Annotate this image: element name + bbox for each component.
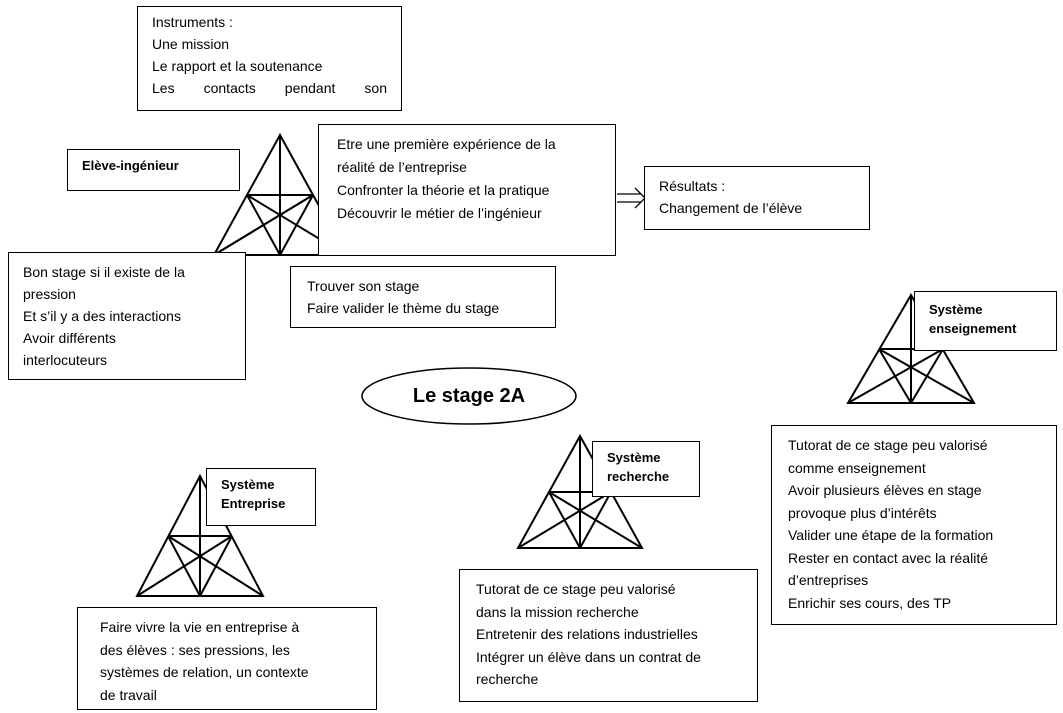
conditions-line: pression (23, 286, 76, 302)
objectives-line: Confronter la théorie et la pratique (337, 182, 550, 198)
instruments-line: Les contacts pendant son (152, 80, 387, 96)
objectives-line: réalité de l’entreprise (337, 159, 467, 175)
objectives-line: Etre une première expérience de la (337, 136, 556, 152)
tasks-line: Faire valider le thème du stage (307, 300, 500, 316)
company-line: de travail (100, 686, 157, 703)
center-ellipse (361, 367, 577, 425)
results-box: Résultats : Changement de l’élève (644, 166, 870, 230)
instruments-line: Le rapport et la soutenance (152, 58, 323, 74)
center-title: Le stage 2A (412, 385, 526, 407)
company-activity-triangle (135, 473, 265, 597)
objectives-box: Etre une première expérience de la réali… (318, 124, 616, 256)
teaching-line: Valider une étape de la formation (788, 527, 994, 543)
research-line: Entretenir des relations industrielles (476, 626, 698, 642)
teaching-line: Avoir plusieurs élèves en stage (788, 482, 982, 498)
objectives-line: Découvrir le métier de l’ingénieur (337, 205, 542, 221)
conditions-box: Bon stage si il existe de la pression Et… (8, 252, 246, 380)
results-line: Changement de l’élève (659, 200, 803, 216)
research-line: dans la mission recherche (476, 603, 639, 620)
tasks-line: Trouver son stage (307, 278, 420, 294)
instruments-line: Une mission (152, 36, 230, 52)
teaching-line: comme enseignement (788, 459, 926, 476)
research-line: Intégrer un élève dans un contrat de (476, 648, 701, 665)
company-system-label: Système Entreprise (206, 468, 316, 526)
company-line: des élèves : ses pressions, les (100, 641, 290, 658)
conditions-line: Bon stage si il existe de la (23, 264, 185, 280)
instruments-title: Instruments : (152, 14, 233, 30)
double-arrow-icon (617, 187, 646, 209)
student-label: Elève-ingénieur (67, 149, 240, 191)
conditions-line: interlocuteurs (23, 352, 108, 368)
research-line: Tutorat de ce stage peu valorisé (476, 581, 676, 597)
student-activity-triangle (212, 132, 348, 256)
research-system-box: Tutorat de ce stage peu valorisé dans la… (459, 569, 758, 702)
conditions-line: Et s’il y a des interactions (23, 308, 181, 324)
teaching-line: d’entreprises (788, 572, 869, 588)
teaching-line: Tutorat de ce stage peu valorisé (788, 437, 988, 453)
research-line: recherche (476, 671, 539, 687)
teaching-line: provoque plus d’intérêts (788, 504, 937, 521)
results-title: Résultats : (659, 178, 726, 194)
teaching-line: Enrichir ses cours, des TP (788, 594, 952, 611)
teaching-line: Rester en contact avec la réalité (788, 549, 988, 566)
research-system-label: Système recherche (592, 441, 700, 497)
company-line: systèmes de relation, un contexte (100, 664, 309, 680)
conditions-line: Avoir différents (23, 330, 116, 346)
tasks-box: Trouver son stage Faire valider le thème… (290, 266, 556, 328)
teaching-system-label: Système enseignement (914, 291, 1057, 351)
company-system-box: Faire vivre la vie en entreprise à des é… (77, 607, 377, 710)
company-line: Faire vivre la vie en entreprise à (100, 619, 300, 635)
teaching-system-box: Tutorat de ce stage peu valorisé comme e… (771, 425, 1057, 625)
instruments-box: Instruments : Une mission Le rapport et … (137, 6, 402, 111)
